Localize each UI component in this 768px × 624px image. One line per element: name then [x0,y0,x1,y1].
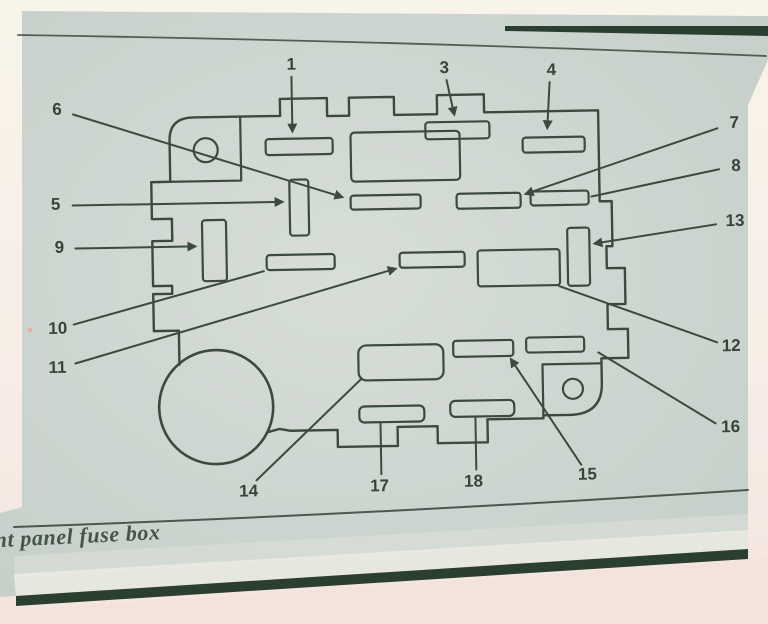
callout-line-8 [590,168,721,198]
callout-line-11 [74,266,398,365]
fuse-slot-7 [455,191,522,210]
photo-paper-bottom-strip [0,558,768,624]
callout-line-4 [542,81,553,131]
callout-label-7: 7 [729,113,739,132]
photo-blemish [27,327,33,333]
callout-line-7 [523,127,719,197]
callout-label-9: 9 [54,238,64,257]
page-border-line-top [17,34,767,57]
callout-label-18: 18 [464,471,483,490]
callout-label-14: 14 [239,481,259,500]
callout-label-15: 15 [578,464,597,483]
fuse-slot-11 [398,250,466,269]
fuse-slot-16 [524,335,586,354]
callout-line-13 [592,223,718,248]
callout-line-5 [71,197,285,208]
relay-block [349,129,462,183]
callout-label-1: 1 [286,55,296,74]
callout-line-16 [597,351,717,425]
callout-line-15 [509,357,583,466]
mounting-hole-bottom [561,377,585,400]
callout-line-3 [445,78,458,117]
callout-line-17 [379,422,383,476]
fuse-box-diagram: 1 3 4 6 5 9 10 11 7 8 13 12 16 14 17 18 … [48,55,744,501]
fuse-slot-1 [264,136,334,157]
callout-line-6 [72,113,345,200]
callout-label-6: 6 [52,100,62,119]
photo-edge-band-top [505,26,768,36]
callout-label-12: 12 [722,336,741,355]
fuse-slot-8 [529,189,590,207]
callout-label-10: 10 [48,319,67,338]
callout-line-18 [474,416,478,471]
photo-edge-band-bottom [16,549,748,606]
callout-label-16: 16 [721,417,740,436]
callout-label-13: 13 [725,211,744,230]
fuse-slot-6 [349,193,422,211]
callout-line-10 [72,270,265,326]
fuse-slot-12 [476,247,562,288]
callout-line-1 [287,75,298,134]
fuse-slot-4 [521,135,586,154]
callout-label-5: 5 [51,195,61,214]
callout-label-3: 3 [439,58,449,77]
callout-label-4: 4 [546,60,556,79]
fuse-slot-18 [449,398,516,418]
photo-page [0,11,768,597]
large-round-connector [157,348,275,466]
callout-label-11: 11 [48,358,66,377]
fuse-slot-3 [424,120,491,141]
fuse-slot-9 [200,218,229,283]
fuse-slot-5 [288,178,311,237]
fuse-slot-17 [358,404,426,424]
page-curl-highlight [14,530,748,597]
fuse-slot-15 [452,338,515,358]
fuse-slot-14 [357,343,445,382]
callout-line-12 [558,285,719,344]
interior-compartment-walls [150,116,603,417]
page-border-line-bottom [13,489,749,528]
page-curl-highlight-upper [14,514,748,578]
callout-label-17: 17 [370,476,389,495]
callout-line-14 [255,377,363,482]
callout-line-9 [74,241,198,252]
fuse-slot-10 [265,252,336,272]
callout-label-8: 8 [731,156,741,175]
fuse-slot-13 [566,226,592,287]
mounting-hole-top [192,137,219,164]
